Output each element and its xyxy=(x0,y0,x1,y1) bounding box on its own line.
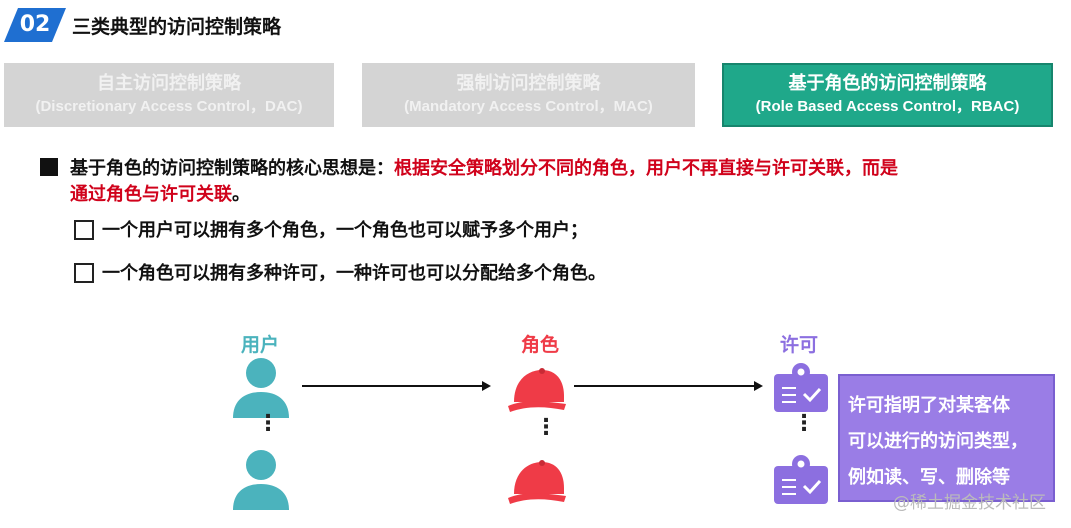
point-item: 一个角色可以拥有多种许可，一种许可也可以分配给多个角色。 xyxy=(74,259,606,285)
point-item: 一个用户可以拥有多个角色，一个角色也可以赋予多个用户； xyxy=(74,216,588,242)
user-icon xyxy=(233,358,289,418)
policy-rbac-box: 基于角色的访问控制策略 (Role Based Access Control，R… xyxy=(722,63,1053,127)
square-bullet-icon xyxy=(40,158,58,176)
section-number-badge: 02 xyxy=(4,8,66,42)
section-number: 02 xyxy=(19,12,51,37)
core-idea-highlight-1: 根据安全策略划分不同的角色，用户不再直接与许可关联，而是 xyxy=(394,158,898,179)
permission-clipboard-icon xyxy=(774,363,828,412)
policy-mac-box: 强制访问控制策略 (Mandatory Access Control，MAC) xyxy=(362,63,695,127)
role-label: 角色 xyxy=(521,334,560,356)
watermark: @稀土掘金技术社区 xyxy=(893,493,1046,513)
core-idea-highlight-2: 通过角色与许可关联 xyxy=(70,184,232,205)
core-idea-continuation: 通过角色与许可关联。 xyxy=(40,182,1050,208)
core-idea-paragraph: 基于角色的访问控制策略的核心思想是：根据安全策略划分不同的角色，用户不再直接与许… xyxy=(40,156,1050,208)
policy-dac-box: 自主访问控制策略 (Discretionary Access Control，D… xyxy=(4,63,334,127)
checkbox-outline-icon xyxy=(74,220,94,240)
permission-ellipsis: ⋮ xyxy=(793,411,815,436)
user-ellipsis: ⋮ xyxy=(257,411,279,436)
policy-mac-title: 强制访问控制策略 xyxy=(456,73,601,94)
description-line-2: 可以进行的访问类型， xyxy=(848,431,1028,452)
user-icon xyxy=(233,450,289,510)
policy-dac-subtitle: (Discretionary Access Control，DAC) xyxy=(35,98,303,115)
point-text-2: 一个角色可以拥有多种许可，一种许可也可以分配给多个角色。 xyxy=(102,263,606,284)
permission-label: 许可 xyxy=(780,334,819,356)
permission-clipboard-icon xyxy=(774,455,828,504)
policy-dac-title: 自主访问控制策略 xyxy=(97,73,241,94)
page-title: 三类典型的访问控制策略 xyxy=(72,16,282,38)
policy-mac-subtitle: (Mandatory Access Control，MAC) xyxy=(404,98,653,115)
description-line-1: 许可指明了对某客体 xyxy=(848,395,1010,416)
checkbox-outline-icon xyxy=(74,263,94,283)
role-ellipsis: ⋮ xyxy=(535,415,557,440)
user-label: 用户 xyxy=(241,334,280,356)
point-text-1: 一个用户可以拥有多个角色，一个角色也可以赋予多个用户； xyxy=(102,220,588,241)
role-cap-icon xyxy=(508,368,566,412)
user-to-role-arrow xyxy=(302,381,491,391)
policy-rbac-title: 基于角色的访问控制策略 xyxy=(788,73,987,94)
core-idea-lead: 基于角色的访问控制策略的核心思想是： xyxy=(70,158,394,179)
role-cap-icon xyxy=(508,460,566,504)
permission-description-box: 许可指明了对某客体 可以进行的访问类型， 例如读、写、删除等 xyxy=(838,374,1055,502)
role-to-permission-arrow xyxy=(574,381,763,391)
description-line-3: 例如读、写、删除等 xyxy=(848,467,1010,488)
core-idea-end: 。 xyxy=(232,184,250,205)
policy-rbac-subtitle: (Role Based Access Control，RBAC) xyxy=(755,98,1020,115)
